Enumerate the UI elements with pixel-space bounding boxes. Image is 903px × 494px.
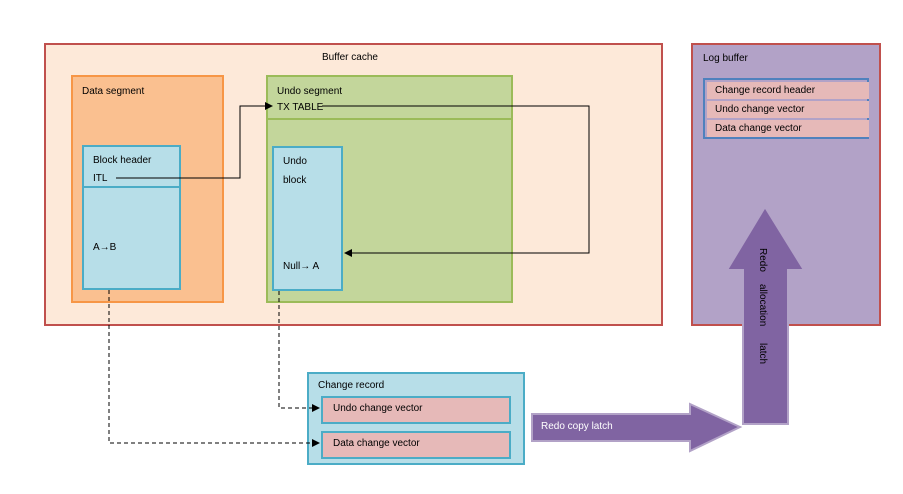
redo-copy-latch-label: Redo copy latch	[541, 421, 613, 432]
buffer-cache-title: Buffer cache	[322, 52, 378, 63]
data-block-to-data-vector-connector	[108, 290, 320, 447]
undo-block-label-2: block	[283, 175, 307, 186]
data-change-vector: Data change vector	[321, 431, 511, 459]
tx-table-label: TX TABLE	[277, 102, 324, 113]
tx-table-to-undo-block-connector	[322, 105, 590, 257]
change-record-title: Change record	[318, 380, 385, 391]
block-header-label: Block header	[93, 155, 152, 166]
data-block	[82, 145, 181, 290]
change-record: Change record Undo change vector Data ch…	[307, 372, 525, 465]
log-records: Change record header Undo change vector …	[703, 78, 869, 139]
undo-block-to-undo-vector-connector	[278, 291, 320, 412]
log-buffer-title: Log buffer	[703, 53, 748, 64]
undo-segment-title: Undo segment	[277, 86, 343, 97]
data-change-label: A→B	[93, 242, 117, 253]
latch-label: latch	[757, 343, 768, 365]
itl-to-tx-table-connector	[116, 102, 273, 179]
redo-allocation-latch-arrow	[725, 205, 806, 425]
undo-change-vector: Undo change vector	[321, 396, 511, 424]
log-record-header: Change record header	[707, 82, 869, 99]
undo-block-label-1: Undo	[283, 156, 307, 167]
log-undo-change-vector: Undo change vector	[707, 101, 869, 118]
itl-label: ITL	[93, 173, 108, 184]
log-data-change-vector: Data change vector	[707, 120, 869, 137]
redo-label: Redo	[757, 248, 768, 272]
block-header-divider	[82, 186, 181, 188]
tx-table-divider	[266, 118, 513, 120]
data-segment-title: Data segment	[82, 86, 145, 97]
allocation-label: allocation	[757, 284, 768, 327]
undo-block	[272, 146, 343, 291]
undo-change-label: Null→ A	[283, 261, 320, 272]
redo-copy-latch-arrow	[531, 402, 743, 453]
